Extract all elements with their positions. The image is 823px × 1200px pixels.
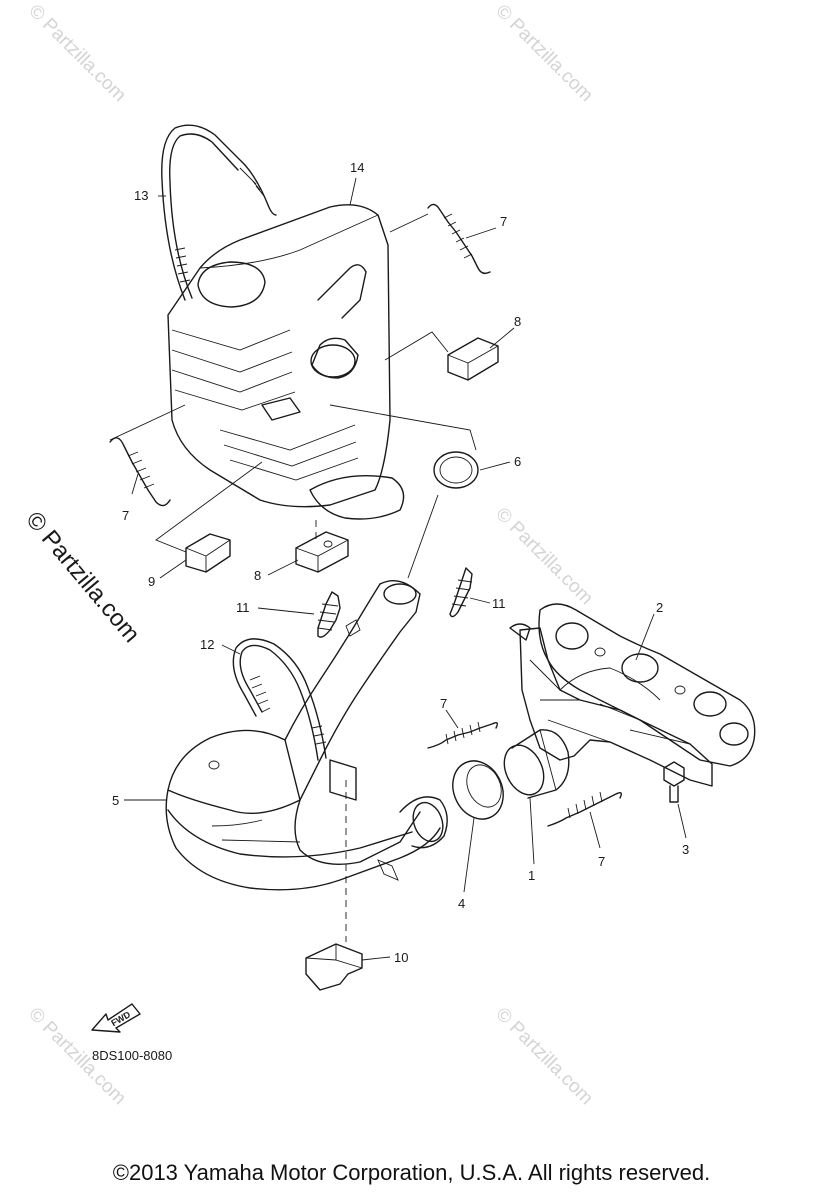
spring-11-left [317,591,361,638]
joint-4 [452,760,504,820]
callout-3: 3 [682,842,689,857]
expansion-chamber-5 [165,580,448,891]
hose-12 [232,638,327,761]
callout-9: 9 [148,574,155,589]
callout-6: 6 [514,454,521,469]
callout-7-left: 7 [122,508,129,523]
leader-lines [109,213,477,579]
spring-7-bottom-right [547,791,623,827]
callout-8-right: 8 [514,314,521,329]
callout-8-bottom: 8 [254,568,261,583]
spring-11-right [449,567,473,618]
rubber-block-8-right [447,337,499,381]
gasket-2 [538,603,756,767]
watermark-top-right: © Partzilla.com [491,1,596,106]
watermarks: © Partzilla.com © Partzilla.com © Partzi… [20,1,596,1109]
callout-1: 1 [528,868,535,883]
callout-7-bottom: 7 [598,854,605,869]
gasket-6 [433,451,479,489]
spring-7-left [109,437,171,507]
watermark-top-left: © Partzilla.com [24,1,129,106]
watermark-bottom-right: © Partzilla.com [491,1004,596,1109]
callout-14: 14 [350,160,364,175]
rubber-block-8-bottom [295,531,349,573]
callout-13: 13 [134,188,148,203]
exhaust-manifold [509,623,713,787]
hose-13 [161,124,277,301]
exhaust-joint-1 [503,729,570,799]
callout-7-center: 7 [440,696,447,711]
callout-5: 5 [112,793,119,808]
muffler-14 [167,204,405,540]
bracket-9 [185,533,231,573]
callout-2: 2 [656,600,663,615]
bolt-3 [663,761,685,803]
spring-7-top [427,203,491,275]
callout-12: 12 [200,637,214,652]
copyright-footer: ©2013 Yamaha Motor Corporation, U.S.A. A… [112,1160,711,1185]
watermark-partzilla-large: © Partzilla.com [20,507,145,648]
callout-11-right: 11 [492,596,506,611]
callout-11-left: 11 [236,600,250,615]
spring-7-center [427,721,499,749]
diagram-code: 8DS100-8080 [92,1048,173,1063]
watermark-mid-right: © Partzilla.com [491,504,596,609]
bracket-10 [305,943,363,991]
fwd-arrow: FWD [91,1003,141,1033]
callout-10: 10 [394,950,408,965]
callout-4: 4 [458,896,465,911]
callout-7-top: 7 [500,214,507,229]
callout-leaders [124,177,687,961]
callout-numbers: 13 14 7 8 7 6 9 8 11 11 12 2 7 5 3 7 1 4… [112,160,689,965]
